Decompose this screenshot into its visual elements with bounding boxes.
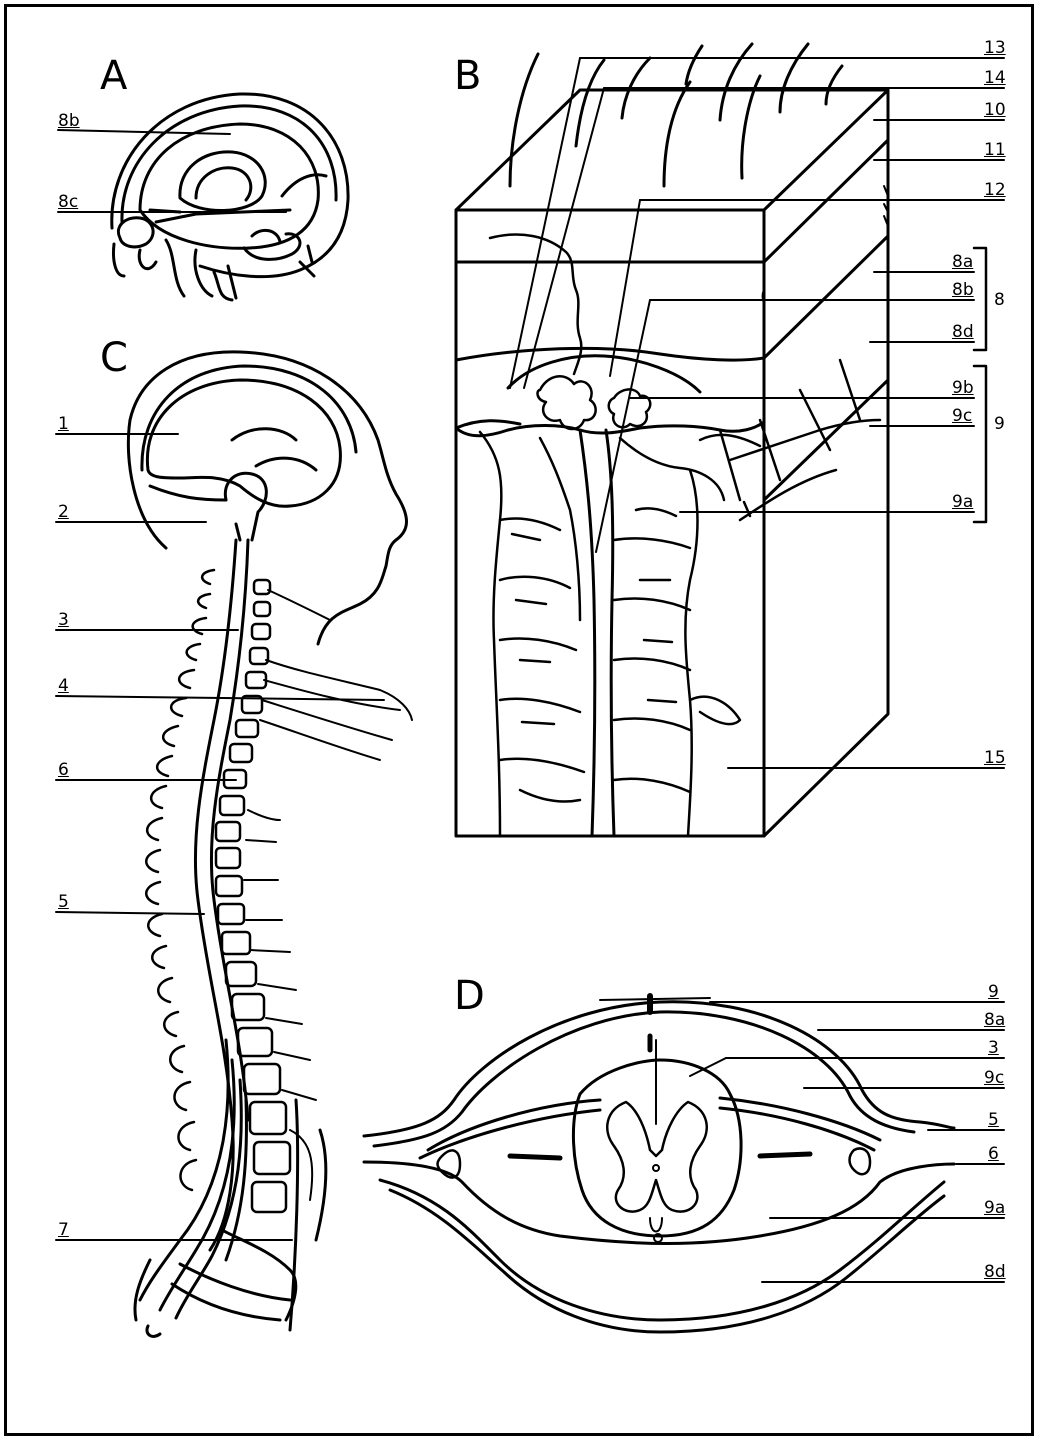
panel-b-drawing	[456, 44, 986, 836]
label-d-3: 3	[988, 1040, 999, 1057]
label-b-9c: 9c	[952, 408, 972, 425]
panel-d-letter: D	[454, 976, 485, 1016]
panel-c-letter: C	[100, 338, 128, 378]
label-d-8a: 8a	[984, 1012, 1005, 1029]
label-d-6: 6	[988, 1146, 999, 1163]
label-c-5: 5	[58, 894, 69, 911]
label-c-2: 2	[58, 504, 69, 521]
panel-c-drawing	[128, 352, 412, 1337]
label-c-6: 6	[58, 762, 69, 779]
label-d-8d: 8d	[984, 1264, 1006, 1281]
label-a-8b: 8b	[58, 113, 80, 130]
label-d-9a: 9a	[984, 1200, 1005, 1217]
label-b-9b: 9b	[952, 380, 974, 397]
label-d-9c: 9c	[984, 1070, 1004, 1087]
label-b-11: 11	[984, 142, 1006, 159]
panel-a-drawing	[112, 94, 348, 300]
label-b-15: 15	[984, 750, 1006, 767]
label-b-9a: 9a	[952, 494, 973, 511]
label-b-8: 8	[994, 292, 1005, 309]
label-c-4: 4	[58, 678, 69, 695]
label-b-8b: 8b	[952, 282, 974, 299]
label-b-10: 10	[984, 102, 1006, 119]
label-b-14: 14	[984, 70, 1006, 87]
label-d-5: 5	[988, 1112, 999, 1129]
leader-lines	[56, 58, 1004, 1282]
label-b-12: 12	[984, 182, 1006, 199]
label-c-7: 7	[58, 1222, 69, 1239]
label-d-9: 9	[988, 984, 999, 1001]
panel-a-letter: A	[100, 56, 127, 96]
label-b-8a: 8a	[952, 254, 973, 271]
label-a-8c: 8c	[58, 194, 78, 211]
label-b-8d: 8d	[952, 324, 974, 341]
label-b-9: 9	[994, 416, 1005, 433]
panel-b-letter: B	[454, 56, 481, 96]
label-c-1: 1	[58, 416, 69, 433]
label-b-13: 13	[984, 40, 1006, 57]
label-c-3: 3	[58, 612, 69, 629]
